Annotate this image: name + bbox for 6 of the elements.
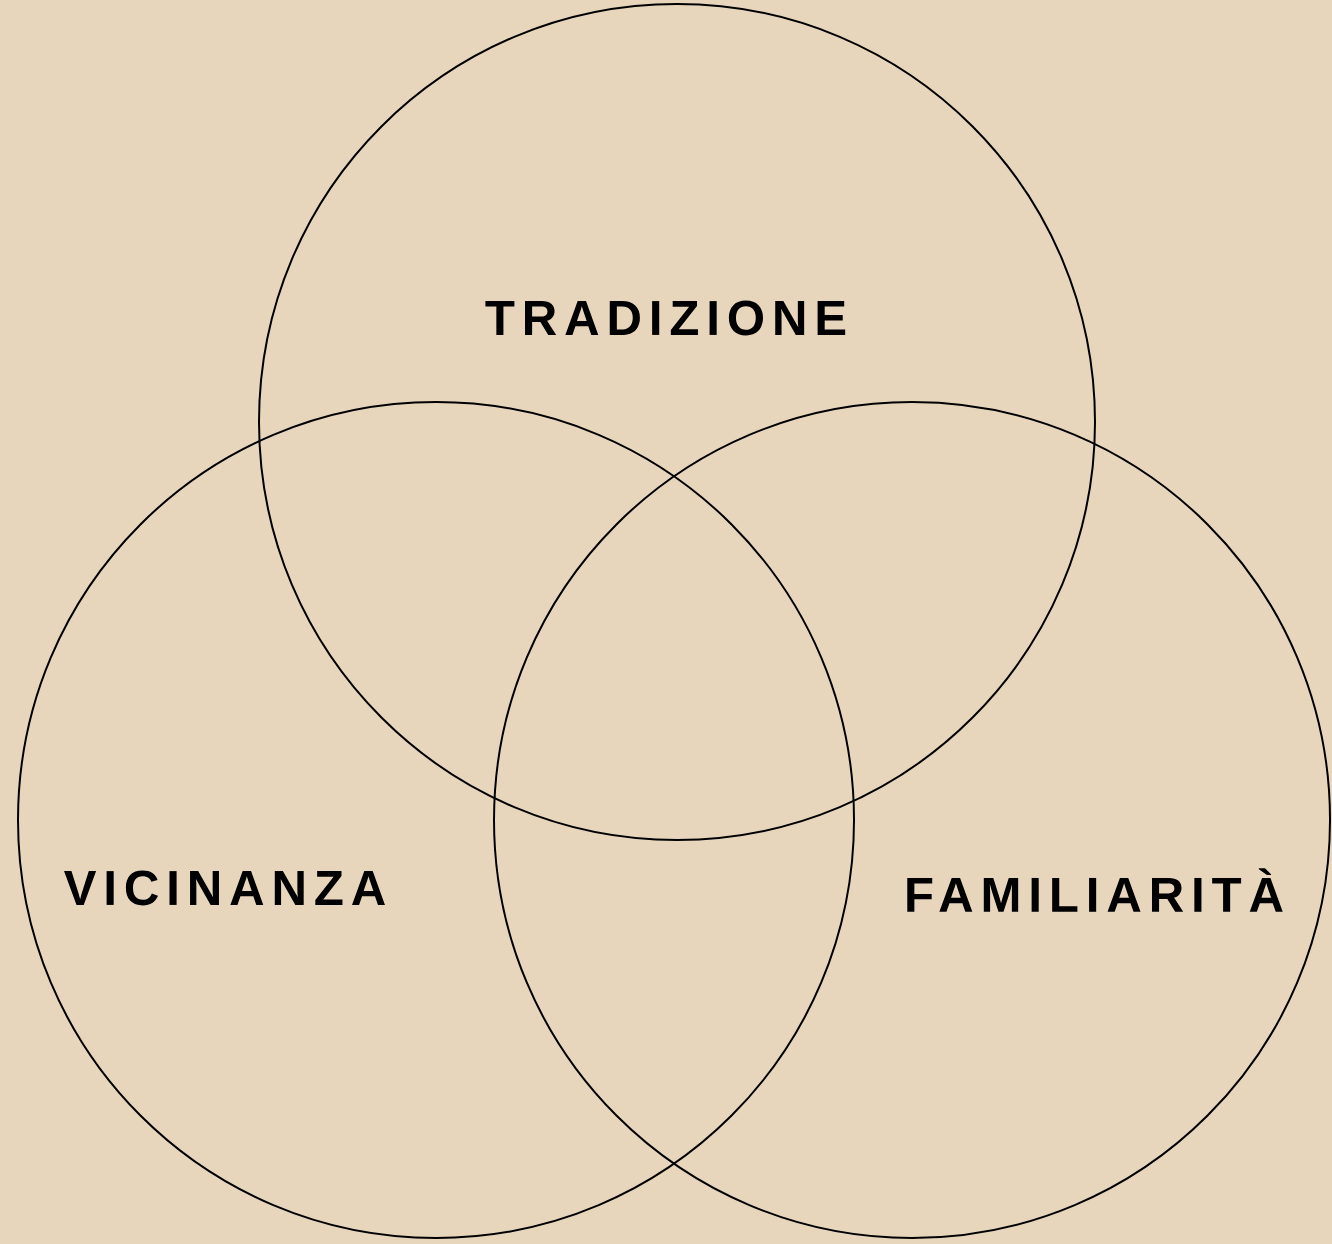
venn-circle [493, 401, 1331, 1239]
circle-label: TRADIZIONE [485, 300, 846, 336]
circle-label: FAMILIARITÀ [907, 868, 1283, 912]
venn-circle [17, 401, 855, 1239]
venn-circle [258, 3, 1096, 841]
circle-label: VICINANZA [64, 870, 385, 906]
